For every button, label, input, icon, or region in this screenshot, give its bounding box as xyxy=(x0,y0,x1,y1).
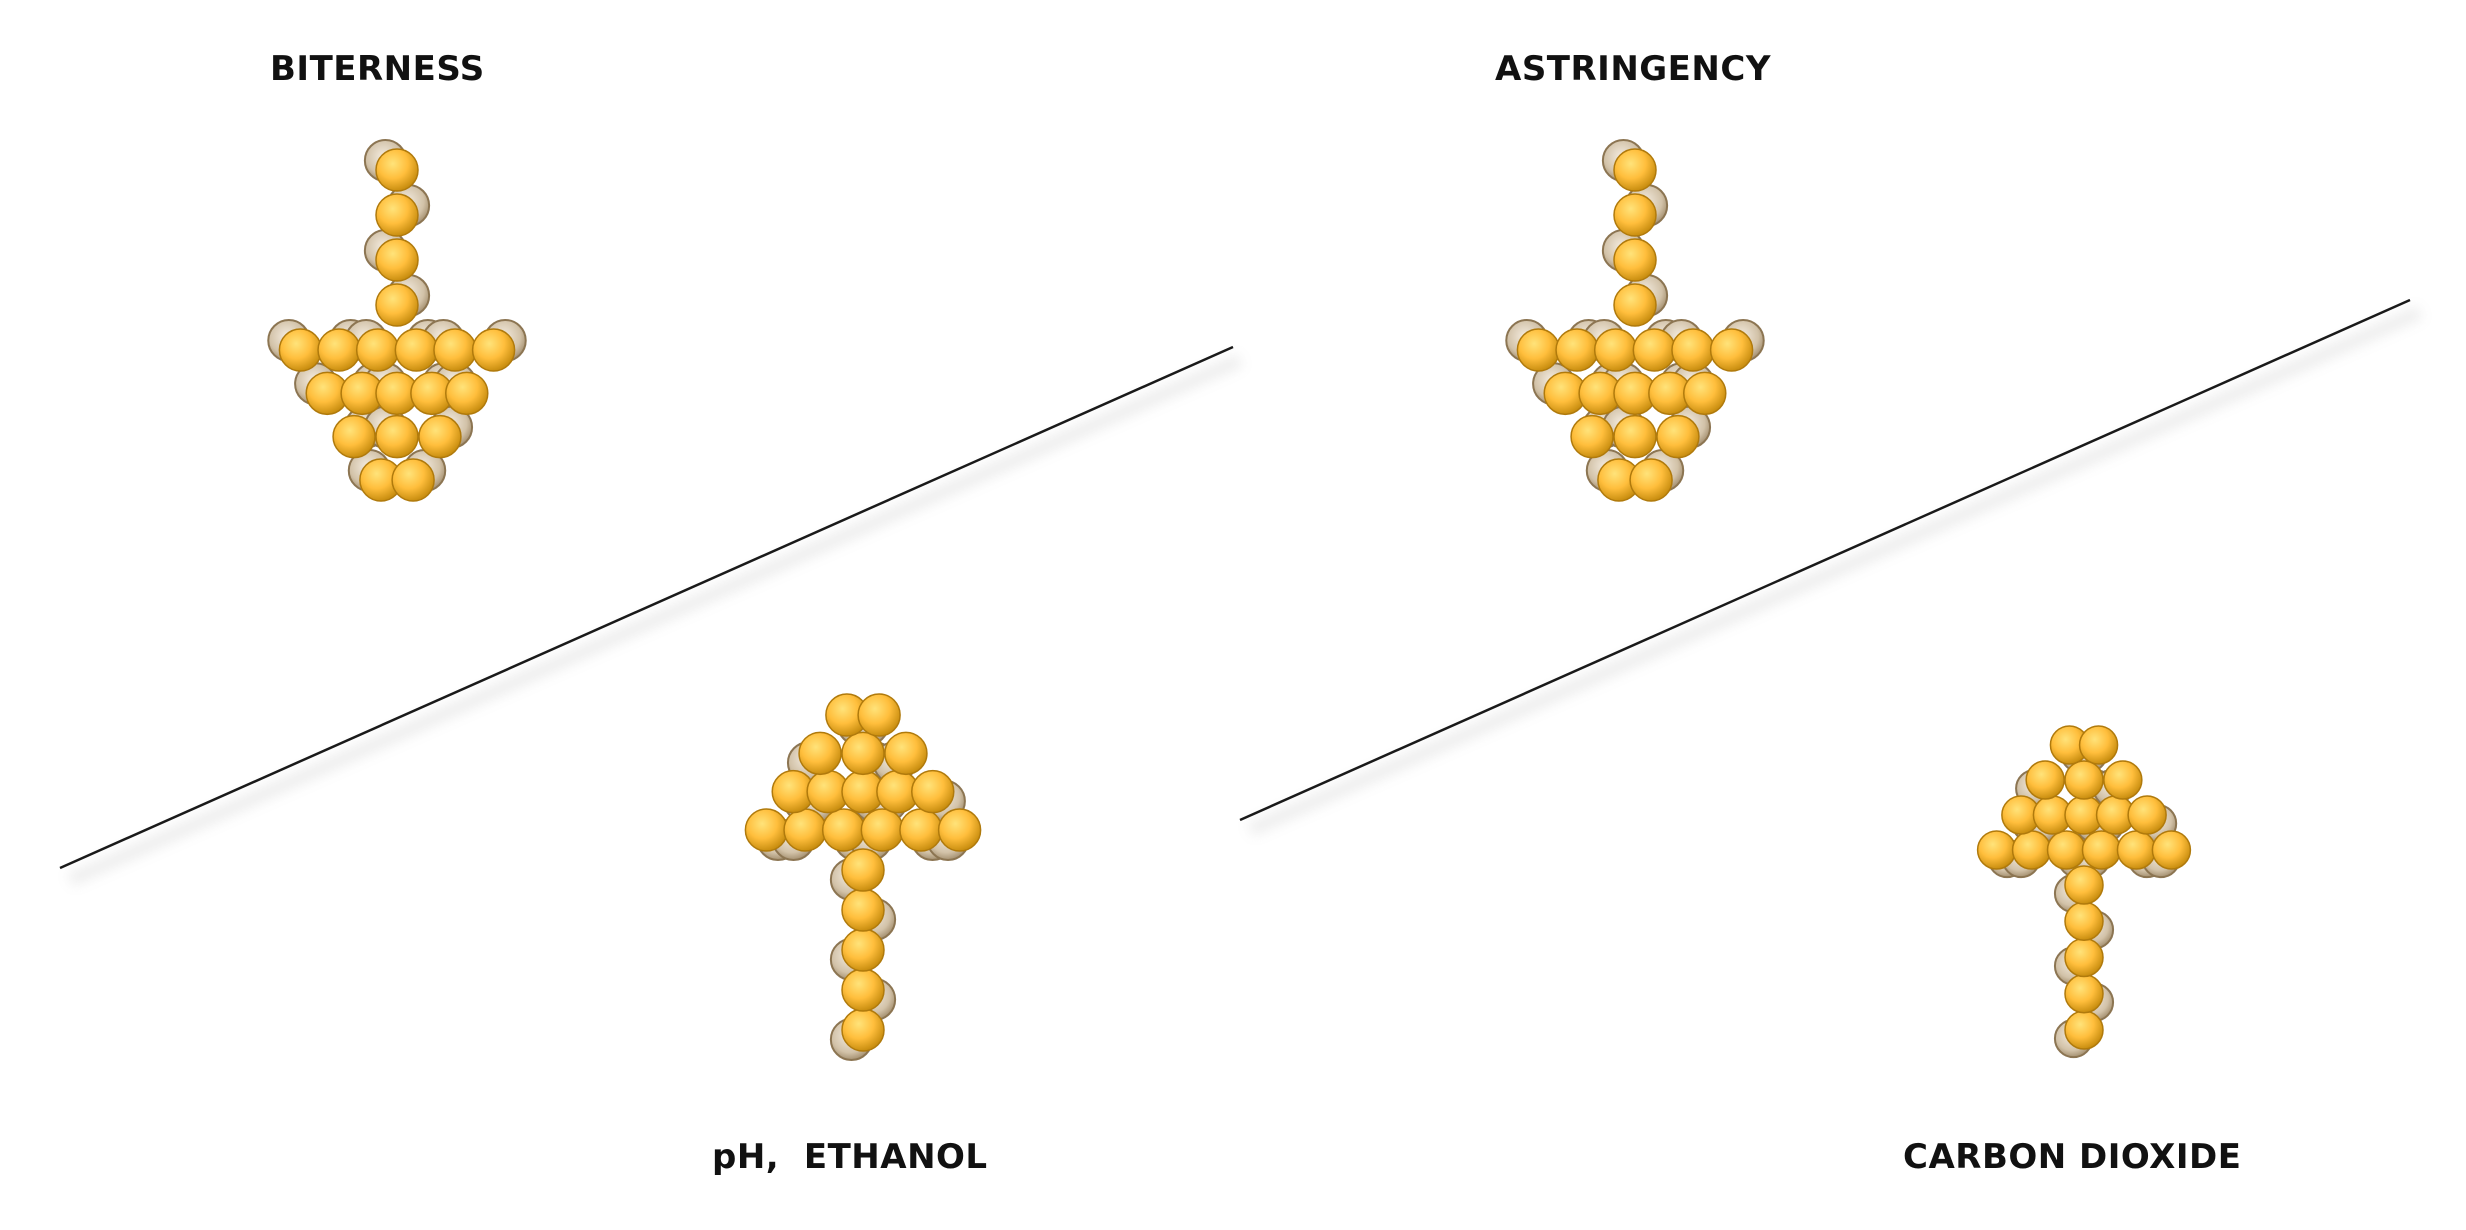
bead xyxy=(2064,974,2104,1014)
bead xyxy=(1613,193,1657,237)
bead xyxy=(1656,414,1700,459)
bead xyxy=(1632,328,1677,372)
up-arrow-icon xyxy=(744,693,982,1062)
bead xyxy=(375,238,419,282)
bead xyxy=(375,283,419,327)
bead xyxy=(2064,760,2104,800)
bead xyxy=(1683,371,1727,416)
down-arrow-icon xyxy=(1505,138,1765,502)
bead xyxy=(375,193,419,237)
bead xyxy=(2116,830,2157,870)
bead xyxy=(2064,865,2104,905)
bead xyxy=(2046,830,2087,870)
divider-line-left xyxy=(59,345,1243,887)
down-arrow-icon xyxy=(267,138,527,502)
bead xyxy=(2151,830,2192,870)
bead xyxy=(841,731,885,776)
label-carbon-dioxide: CARBON DIOXIDE xyxy=(1903,1137,2241,1177)
bead xyxy=(445,371,489,416)
bead xyxy=(841,1008,885,1052)
bead xyxy=(2103,760,2143,800)
bead xyxy=(821,808,866,852)
bead xyxy=(375,414,419,459)
bead xyxy=(1613,414,1657,459)
bead xyxy=(471,328,516,372)
bead xyxy=(418,414,462,459)
bead xyxy=(2127,795,2167,835)
bead xyxy=(391,458,435,502)
bead xyxy=(1976,830,2017,870)
bead xyxy=(798,731,842,776)
bead xyxy=(911,769,955,814)
bead xyxy=(332,414,376,459)
bead xyxy=(2081,830,2122,870)
bead xyxy=(1629,458,1673,502)
bead xyxy=(860,808,905,852)
bead xyxy=(857,693,901,737)
label-ph-ethanol: pH, ETHANOL xyxy=(712,1137,988,1177)
bead xyxy=(355,328,400,372)
bead xyxy=(899,808,943,852)
bead xyxy=(1671,328,1715,372)
bead xyxy=(433,328,477,372)
bead xyxy=(884,731,928,776)
bead xyxy=(841,888,885,932)
bead xyxy=(937,808,982,852)
bead xyxy=(375,148,419,192)
bead xyxy=(317,328,361,372)
bead xyxy=(394,328,439,372)
bead xyxy=(2064,937,2104,978)
bead xyxy=(2078,725,2119,765)
bead xyxy=(1613,283,1657,327)
bead xyxy=(278,328,323,372)
bead xyxy=(1570,414,1614,459)
label-astringency: ASTRINGENCY xyxy=(1495,49,1771,89)
bead xyxy=(1516,328,1561,372)
bead xyxy=(841,968,885,1012)
bead xyxy=(2064,1010,2104,1050)
bead xyxy=(783,808,827,852)
up-arrow-icon xyxy=(1976,725,2192,1059)
bead xyxy=(1613,148,1657,192)
bead xyxy=(744,808,789,852)
bead xyxy=(1709,328,1754,372)
bead xyxy=(2064,901,2104,941)
bead xyxy=(841,928,885,972)
bead xyxy=(2025,760,2065,800)
bead xyxy=(1593,328,1638,372)
label-biterness: BITERNESS xyxy=(270,49,485,89)
bead xyxy=(2011,830,2052,870)
bead xyxy=(841,848,885,892)
divider-line-right xyxy=(1239,298,2423,837)
bead xyxy=(1555,328,1599,372)
bead xyxy=(1613,238,1657,282)
